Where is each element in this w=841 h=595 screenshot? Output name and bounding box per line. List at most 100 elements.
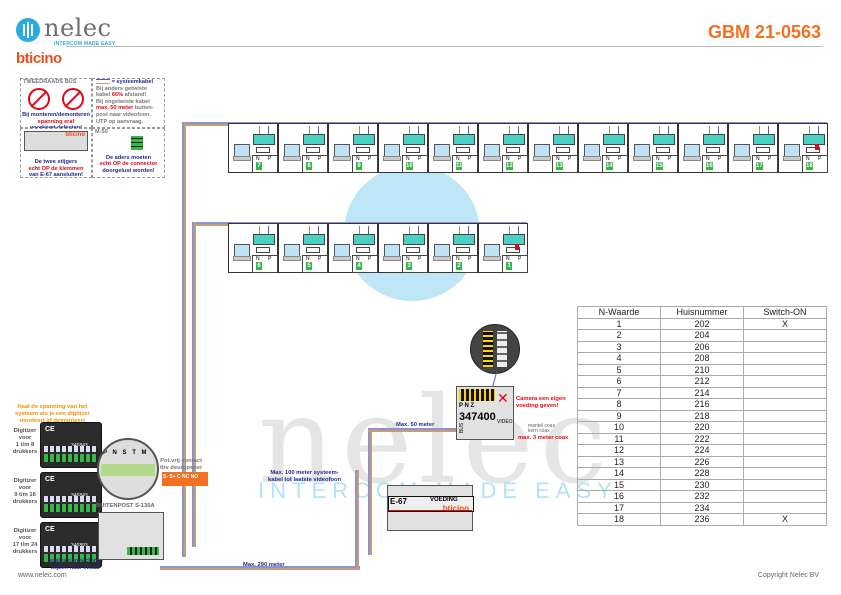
termination-switch[interactable]: [306, 147, 320, 153]
bus-terminal-icon: [253, 234, 275, 245]
bus-wire-icon: [759, 126, 769, 134]
termination-switch[interactable]: [306, 247, 320, 253]
footer-website[interactable]: www.nelec.com: [18, 572, 67, 579]
bus-wire-icon: [359, 226, 369, 234]
bus-wire-icon: [459, 226, 469, 234]
document-code: GBM 21-0563: [707, 22, 821, 42]
termination-switch[interactable]: [456, 147, 470, 153]
table-cell: 228: [660, 467, 744, 480]
digitizer-module: CE346843: [40, 472, 102, 518]
column-header: Huisnummer: [660, 306, 744, 319]
bus-terminal-icon: [503, 234, 525, 245]
legend-cable-text-6: UTP op aanvraag.: [96, 118, 144, 125]
bus-wire-icon: [509, 226, 519, 234]
crossed-out-icon: ✕: [497, 390, 509, 406]
e67-power-supply: E-67 VOEDING bticino: [387, 485, 474, 531]
termination-switch[interactable]: [406, 147, 420, 153]
termination-switch[interactable]: [256, 247, 270, 253]
table-cell: 234: [660, 501, 744, 514]
legend-m50-note-3: doorgelust worden!: [102, 167, 155, 174]
table-cell: 208: [660, 352, 744, 365]
table-cell: 11: [577, 432, 661, 445]
termination-switch[interactable]: [356, 147, 370, 153]
monitor-icon: [283, 244, 301, 261]
n-value-badge: 4: [356, 262, 362, 270]
termination-switch[interactable]: [456, 247, 470, 253]
termination-switch[interactable]: [506, 147, 520, 153]
bus-terminal-icon: [453, 234, 475, 245]
termination-switch[interactable]: [756, 147, 770, 153]
termination-switch[interactable]: [656, 147, 670, 153]
table-cell: [743, 375, 827, 388]
bus-terminal-icon: [753, 134, 775, 145]
system-cable-e67-1: [355, 470, 359, 568]
m50-label: M-50: [95, 129, 108, 135]
termination-switch[interactable]: [706, 147, 720, 153]
table-cell: [743, 478, 827, 491]
bus-wire-icon: [709, 126, 719, 134]
m50-connector-icon: [131, 135, 143, 150]
termination-switch[interactable]: [806, 144, 820, 153]
monitor-icon: [483, 244, 501, 261]
monitor-icon: [283, 144, 301, 161]
table-cell: 7: [577, 386, 661, 399]
table-cell: 202: [660, 317, 744, 330]
table-cell: 6: [577, 375, 661, 388]
e67-label: VOEDING: [430, 497, 458, 503]
termination-switch[interactable]: [556, 147, 570, 153]
table-cell: 2: [577, 329, 661, 342]
monitor-icon: [733, 144, 751, 161]
bus-wire-icon: [459, 126, 469, 134]
bus-wire-icon: [309, 226, 319, 234]
legend-bus-warning: TWEEDRAADS BUS Bij monteren/demonteren s…: [20, 78, 92, 131]
n-value-badge: 7: [256, 162, 262, 170]
bus-wire-icon: [809, 126, 819, 134]
bus-wire-icon: [409, 226, 419, 234]
legend-m50-note-1: De aders moeten: [105, 154, 152, 161]
monitor-icon: [783, 144, 801, 161]
ce-mark: CE: [45, 476, 55, 483]
termination-switch[interactable]: [356, 247, 370, 253]
system-cable-riser-2: [192, 222, 196, 547]
system-cable-camera: [368, 428, 458, 432]
table-cell: 222: [660, 432, 744, 445]
system-cable-riser-1: [182, 122, 186, 557]
table-cell: 236: [660, 513, 744, 526]
termination-switch[interactable]: [506, 244, 520, 253]
monitor-icon: [333, 244, 351, 261]
max-50-meter-label: Max. 50 meter: [396, 422, 435, 428]
table-cell: 226: [660, 455, 744, 468]
termination-switch[interactable]: [606, 147, 620, 153]
column-header: N-Waarde: [577, 306, 661, 319]
terminal-block: [44, 454, 98, 462]
bus-terminal-icon: [453, 134, 475, 145]
table-cell: 5: [577, 363, 661, 376]
termination-switch[interactable]: [256, 147, 270, 153]
termination-switch[interactable]: [406, 247, 420, 253]
n-value-badge: 11: [456, 162, 463, 170]
terminal-block: [44, 554, 98, 562]
n-value-badge: 12: [506, 162, 513, 170]
brand-logo: nelec INTERCOM MADE EASY bticino: [16, 14, 126, 71]
header-divider: [66, 46, 823, 47]
camera-bus-label: BUS: [459, 422, 466, 434]
bus-terminal-icon: [303, 234, 325, 245]
